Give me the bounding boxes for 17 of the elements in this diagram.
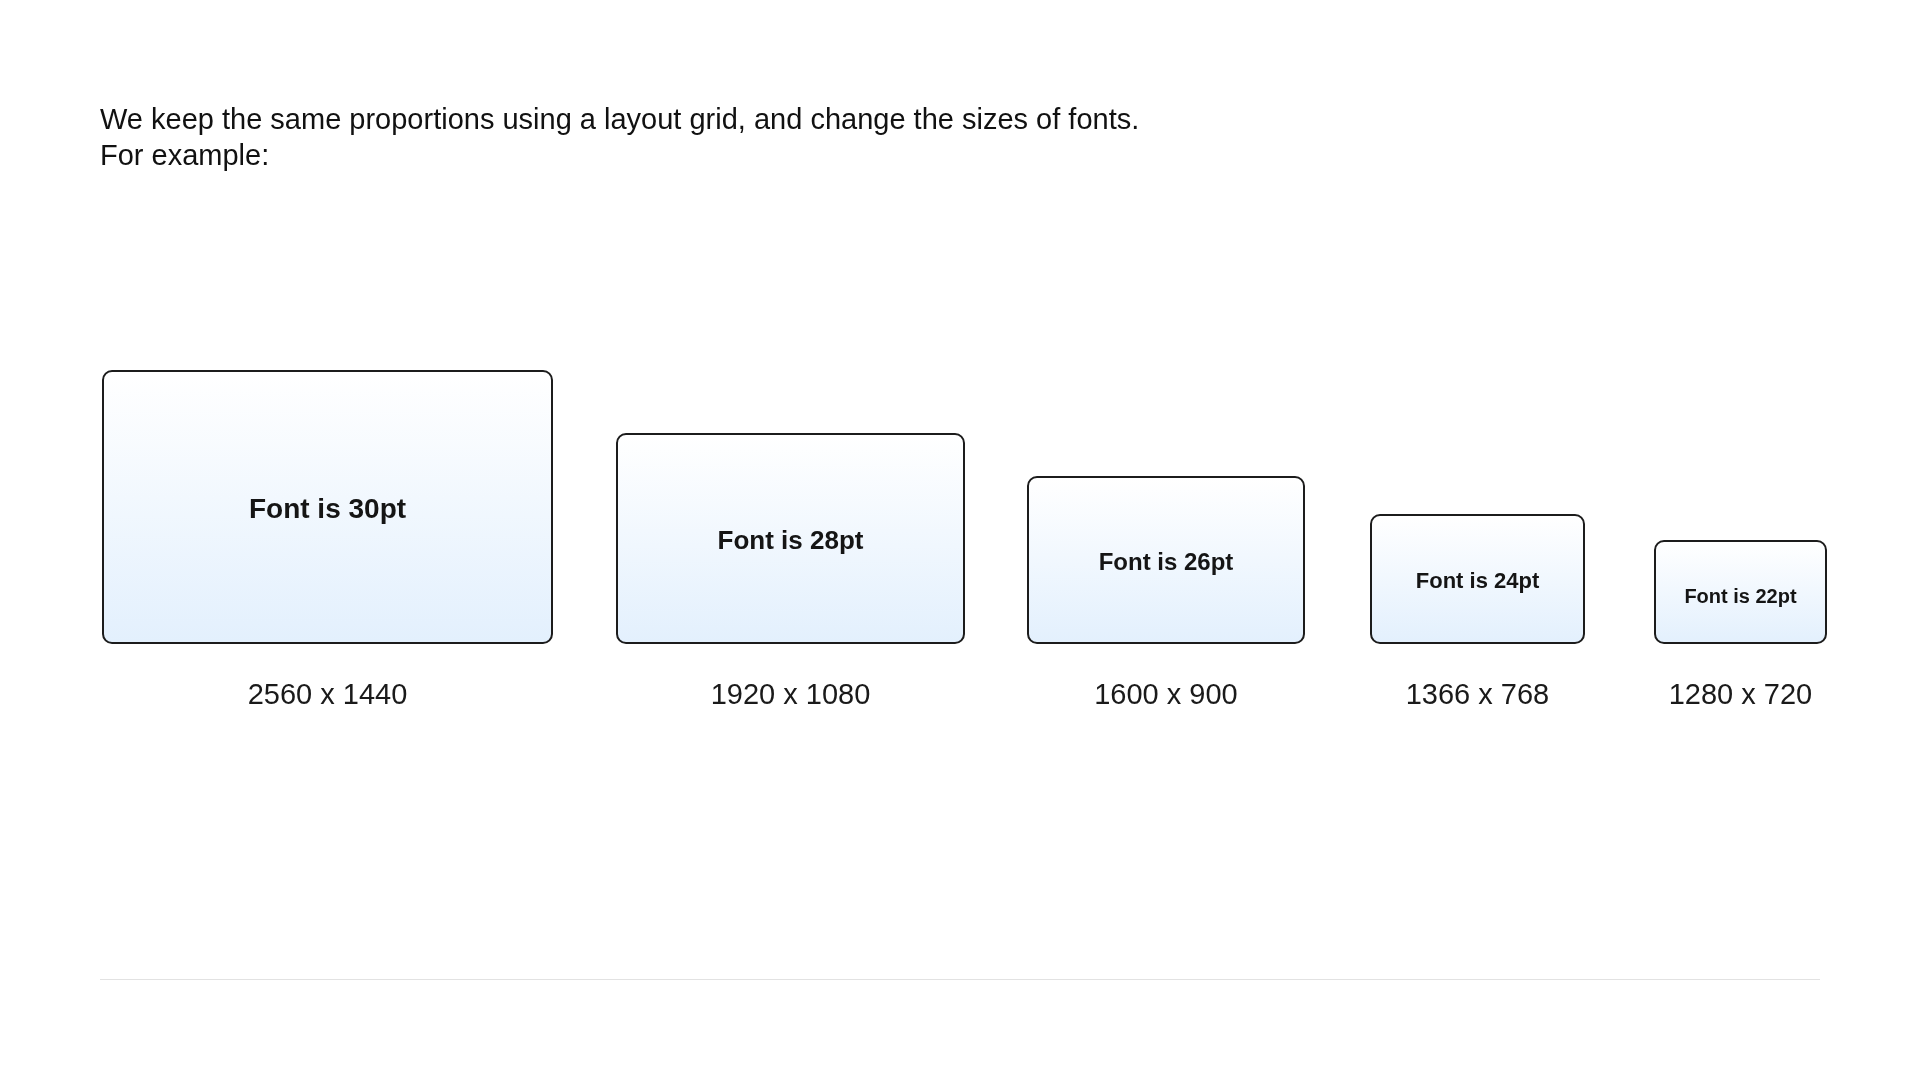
resolution-label: 1600 x 900 [1093, 678, 1239, 711]
screen-box [616, 433, 965, 644]
resolution-label: 1920 x 1080 [709, 678, 872, 711]
font-size-label: Font is 24pt [1415, 568, 1540, 594]
resolution-label: 1280 x 720 [1667, 678, 1814, 711]
font-size-label: Font is 28pt [717, 525, 864, 556]
screen-box [1654, 540, 1827, 644]
intro-text: We keep the same proportions using a layout grid, and change the sizes of fonts. [100, 102, 1140, 137]
screen-box [1027, 476, 1305, 644]
screen-box [1370, 514, 1585, 644]
resolution-label: 1366 x 768 [1404, 678, 1551, 711]
font-size-label: Font is 22pt [1684, 584, 1797, 608]
font-size-label: Font is 30pt [248, 493, 407, 525]
resolution-label: 2560 x 1440 [246, 678, 409, 711]
font-size-label: Font is 26pt [1098, 548, 1234, 576]
intro-text: For example: [100, 138, 270, 173]
screen-box [102, 370, 553, 644]
